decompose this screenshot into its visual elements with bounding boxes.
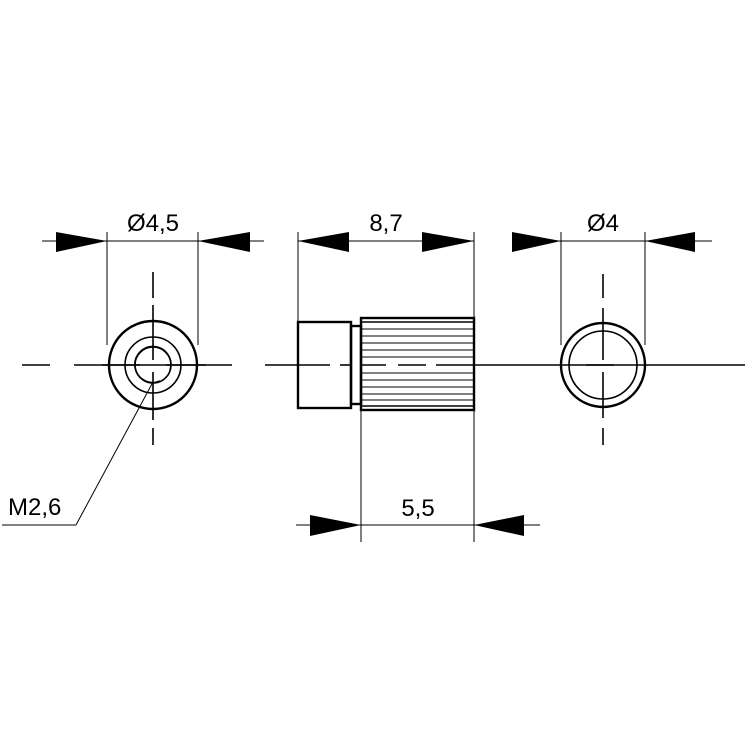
dimension-label-left-diameter: Ø4,5 <box>127 210 179 237</box>
dimension-label-total-length: 8,7 <box>369 210 402 237</box>
knurl-lines <box>361 328 474 401</box>
dimension-label-right-diameter: Ø4 <box>587 210 619 237</box>
side-profile-view <box>296 316 476 412</box>
dimension-knurled-length: 5,5 <box>296 410 540 542</box>
right-end-view <box>559 274 647 445</box>
thread-label: M2,6 <box>8 494 61 521</box>
dimension-total-length: 8,7 <box>297 210 475 322</box>
dimension-left-diameter: Ø4,5 <box>42 210 264 345</box>
dimension-right-diameter: Ø4 <box>512 210 712 345</box>
thread-leader: M2,6 <box>2 381 154 526</box>
dimension-label-knurled-length: 5,5 <box>401 495 434 522</box>
left-end-view <box>102 272 206 445</box>
